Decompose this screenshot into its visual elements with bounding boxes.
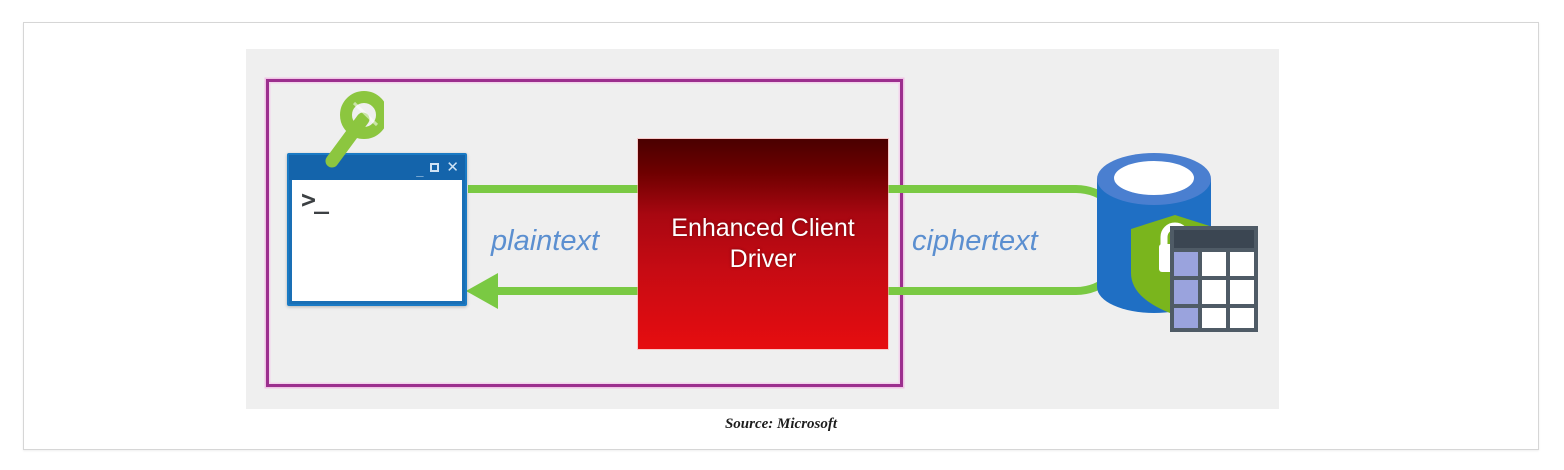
plaintext-label: plaintext: [491, 225, 600, 257]
terminal-titlebar: _ ✕: [289, 155, 465, 180]
close-icon[interactable]: ✕: [446, 159, 459, 176]
database-cylinder-top-inner: [1114, 161, 1194, 195]
enhanced-client-driver-box: Enhanced Client Driver: [638, 139, 888, 349]
encrypted-database-icon: [1097, 153, 1258, 332]
enhanced-client-driver-label: Enhanced Client Driver: [671, 213, 855, 273]
client-terminal-window[interactable]: _ ✕ >_: [287, 153, 467, 306]
client-trust-boundary-box: [266, 79, 903, 387]
ciphertext-label: ciphertext: [912, 225, 1038, 257]
diagram-panel: _ ✕ >_ Enhanced Client Driver plaintext …: [246, 49, 1279, 409]
figure-caption: Source: Microsoft: [724, 416, 838, 432]
terminal-prompt-text: >_: [301, 185, 329, 214]
data-table-icon: [1170, 226, 1258, 332]
maximize-icon[interactable]: [430, 163, 440, 172]
minimize-icon[interactable]: _: [416, 163, 424, 178]
figure-card: _ ✕ >_ Enhanced Client Driver plaintext …: [23, 22, 1539, 450]
terminal-body[interactable]: >_: [292, 180, 462, 301]
